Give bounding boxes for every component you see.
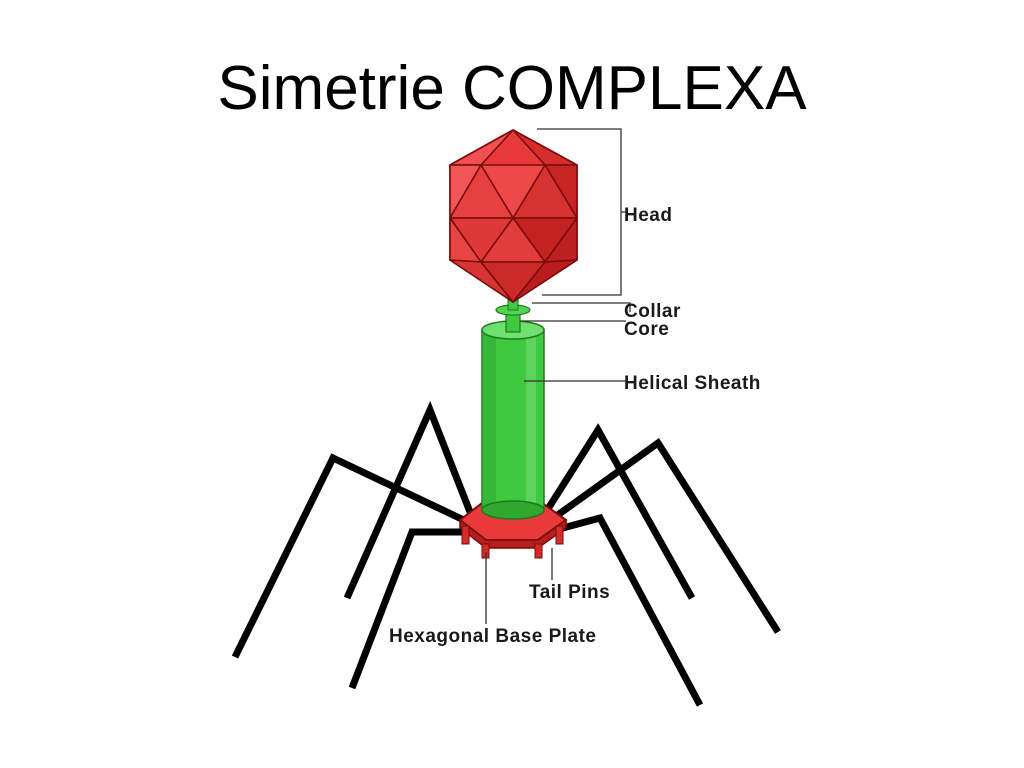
label-hexagonal-base-plate: Hexagonal Base Plate: [389, 626, 596, 647]
tail-fibers: [231, 400, 781, 707]
label-collar: Collar: [624, 301, 681, 322]
label-head: Head: [624, 205, 672, 226]
collar: [495, 299, 531, 316]
label-tail-pins: Tail Pins: [529, 582, 610, 603]
tail-fiber-far-right: [545, 437, 781, 634]
tail-pin: [534, 543, 543, 559]
label-helical-sheath: Helical Sheath: [624, 373, 761, 394]
tail-fiber-back-right: [543, 423, 696, 600]
tail-fiber-front-left: [348, 528, 468, 690]
leader-lines: [485, 128, 631, 624]
icosahedral-head: [449, 129, 578, 303]
tail-fiber-far-left: [231, 453, 470, 659]
tail-fiber-front-right: [547, 513, 704, 707]
slide-title: Simetrie COMPLEXA: [217, 54, 807, 123]
helical-sheath: [481, 320, 545, 520]
label-core: Core: [624, 319, 669, 340]
tail-pin: [555, 525, 564, 545]
tail-fiber-back-left: [343, 400, 474, 600]
tail-pin: [461, 525, 470, 545]
